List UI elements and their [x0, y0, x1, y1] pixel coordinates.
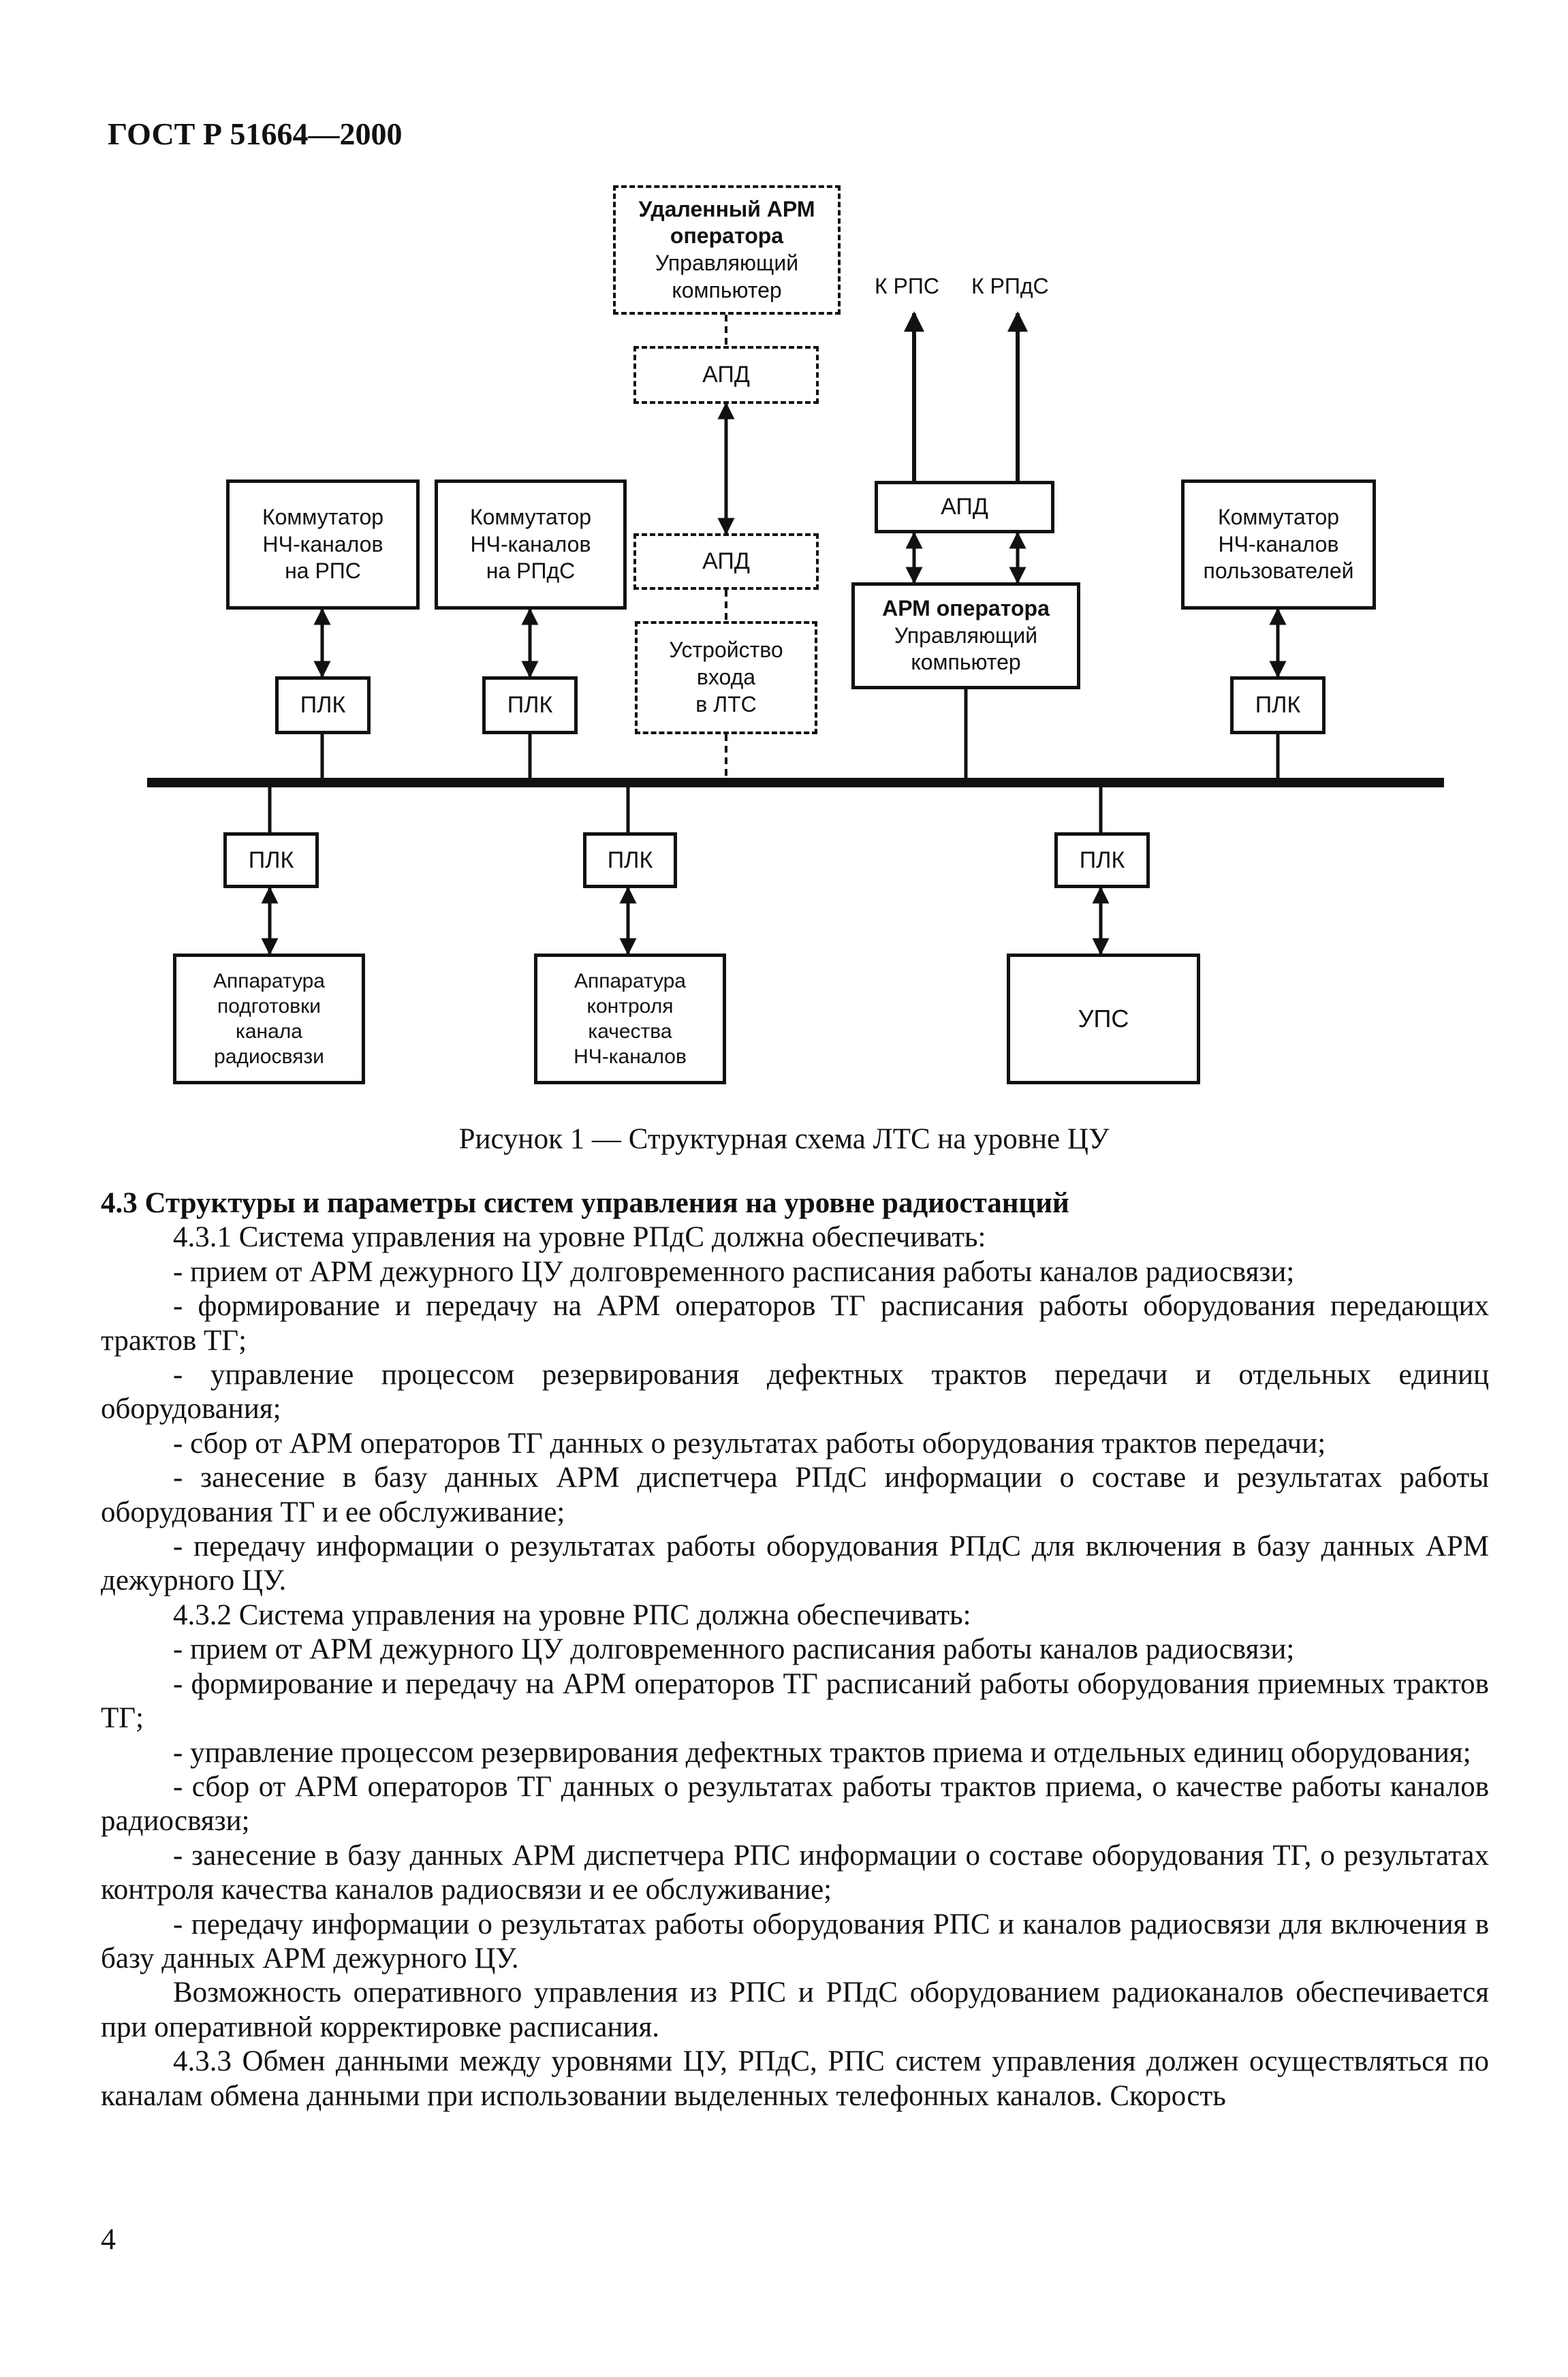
structure-diagram: Удаленный АРМ оператора Управляющий комп…: [0, 0, 1568, 1158]
plk-box-2: ПЛК: [482, 676, 578, 734]
list-item: - управление процессом резервирования де…: [173, 1736, 1471, 1769]
paragraph-possibility: Возможность оперативного управления из Р…: [101, 1977, 1489, 2043]
switch-users-line2: НЧ-каналов: [1218, 531, 1339, 556]
equipment-prep-line3: канала: [236, 1020, 302, 1043]
list-item: - сбор от АРМ операторов ТГ данных о рез…: [173, 1427, 1326, 1460]
plk-label: ПЛК: [507, 692, 553, 719]
remote-arm-title2: оператора: [670, 223, 784, 249]
equipment-prep-box: Аппаратура подготовки канала радиосвязи: [173, 954, 365, 1084]
equipment-prep-line1: Аппаратура: [213, 969, 325, 992]
list-item: - передачу информации о результатах рабо…: [101, 1530, 1489, 1597]
equipment-prep-line4: радиосвязи: [214, 1045, 324, 1069]
list-item: - управление процессом резервирования де…: [101, 1359, 1489, 1426]
body-text: 4.3 Структуры и параметры систем управле…: [101, 1186, 1489, 2113]
arm-operator-title: АРМ оператора: [882, 595, 1050, 620]
list-item: - формирование и передачу на АРМ операто…: [101, 1667, 1489, 1735]
switch-users-line1: Коммутатор: [1217, 504, 1340, 529]
arm-operator-line2: Управляющий: [894, 623, 1038, 648]
bus-line: [147, 778, 1444, 787]
plk-label: ПЛК: [607, 847, 653, 873]
apd-top-box: АПД: [633, 346, 819, 404]
equipment-control-line2: контроля: [586, 994, 674, 1018]
plk-box-1: ПЛК: [275, 676, 371, 734]
apd-right-label: АПД: [941, 494, 988, 520]
plk-label: ПЛК: [300, 692, 346, 719]
paragraph-4-3-2: 4.3.2 Система управления на уровне РПС д…: [173, 1599, 971, 1631]
switch-rps-line3: на РПС: [285, 558, 361, 584]
plk-box-4: ПЛК: [223, 832, 319, 888]
apd-mid-label: АПД: [702, 548, 750, 575]
switch-users-line3: пользователей: [1203, 558, 1354, 584]
switch-users-box: Коммутатор НЧ-каналов пользователей: [1181, 479, 1376, 610]
plk-label: ПЛК: [248, 847, 294, 873]
ups-box: УПС: [1007, 954, 1200, 1084]
remote-arm-line4: компьютер: [672, 277, 782, 302]
section-title: 4.3 Структуры и параметры систем управле…: [101, 1187, 1069, 1219]
switch-rpds-line3: на РПдС: [486, 558, 576, 584]
switch-rpds-line2: НЧ-каналов: [470, 531, 591, 556]
list-item: - прием от АРМ дежурного ЦУ долговременн…: [173, 1633, 1295, 1666]
plk-box-5: ПЛК: [583, 832, 677, 888]
page-number: 4: [101, 2222, 116, 2256]
equipment-prep-line2: подготовки: [217, 994, 321, 1018]
paragraph-4-3-3: 4.3.3 Обмен данными между уровнями ЦУ, Р…: [101, 2045, 1489, 2112]
list-item: - занесение в базу данных АРМ диспетчера…: [101, 1839, 1489, 1906]
remote-arm-box: Удаленный АРМ оператора Управляющий комп…: [613, 185, 841, 315]
label-k-rps: К РПС: [875, 274, 939, 298]
remote-arm-title: Удаленный АРМ: [638, 196, 815, 221]
entry-device-line3: в ЛТС: [695, 691, 757, 717]
plk-box-6: ПЛК: [1054, 832, 1150, 888]
document-header: ГОСТ Р 51664—2000: [108, 116, 403, 151]
switch-rps-box: Коммутатор НЧ-каналов на РПС: [226, 479, 420, 610]
figure-caption: Рисунок 1 — Структурная схема ЛТС на уро…: [458, 1123, 1110, 1155]
paragraph-4-3-1: 4.3.1 Система управления на уровне РПдС …: [173, 1221, 986, 1254]
list-item: - передачу информации о результатах рабо…: [101, 1908, 1489, 1974]
entry-device-line2: входа: [696, 665, 756, 690]
equipment-control-box: Аппаратура контроля качества НЧ-каналов: [534, 954, 726, 1084]
ups-label: УПС: [1078, 1004, 1129, 1033]
apd-right-box: АПД: [875, 481, 1054, 533]
remote-arm-line3: Управляющий: [655, 251, 799, 275]
plk-label: ПЛК: [1255, 692, 1301, 719]
arm-operator-line3: компьютер: [911, 650, 1021, 675]
label-k-rpds: К РПдС: [971, 274, 1049, 298]
list-item: - формирование и передачу на АРМ операто…: [101, 1290, 1489, 1357]
plk-box-3: ПЛК: [1230, 676, 1326, 734]
diagram-connectors: [147, 311, 1444, 956]
apd-mid-box: АПД: [633, 533, 819, 590]
list-item: - сбор от АРМ операторов ТГ данных о рез…: [101, 1770, 1489, 1838]
entry-device-line1: Устройство: [669, 637, 783, 663]
switch-rpds-line1: Коммутатор: [469, 504, 592, 529]
switch-rps-line2: НЧ-каналов: [262, 531, 383, 556]
list-item: - занесение в базу данных АРМ диспетчера…: [101, 1462, 1489, 1528]
equipment-control-line4: НЧ-каналов: [574, 1045, 687, 1069]
entry-device-box: Устройство входа в ЛТС: [635, 621, 817, 734]
switch-rpds-box: Коммутатор НЧ-каналов на РПдС: [435, 479, 627, 610]
equipment-control-line1: Аппаратура: [574, 969, 686, 992]
switch-rps-line1: Коммутатор: [262, 504, 384, 529]
arm-operator-box: АРМ оператора Управляющий компьютер: [851, 582, 1080, 689]
list-item: - прием от АРМ дежурного ЦУ долговременн…: [173, 1255, 1295, 1288]
apd-top-label: АПД: [702, 362, 750, 388]
plk-label: ПЛК: [1079, 847, 1125, 873]
equipment-control-line3: качества: [588, 1020, 672, 1043]
